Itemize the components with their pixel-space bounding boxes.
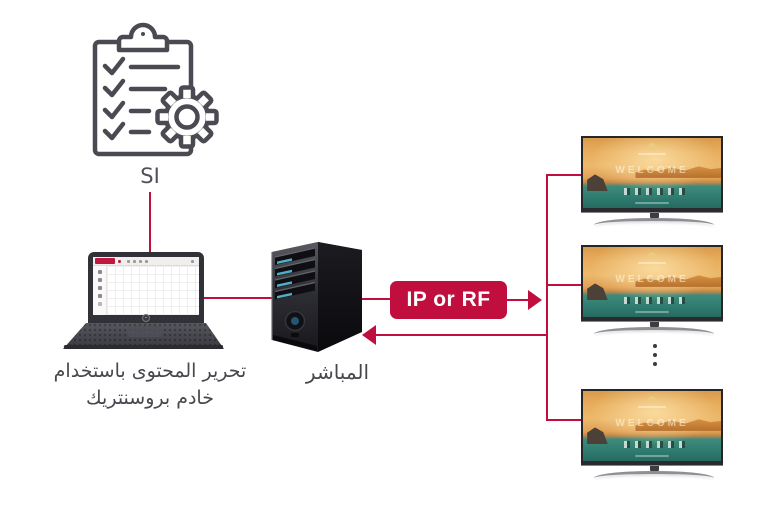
- distribution-trunk-line: [546, 174, 548, 421]
- tv-welcome-text: WELCOME: [615, 164, 689, 176]
- gear-icon: [155, 85, 219, 149]
- check-icon: [102, 78, 126, 98]
- si-label: SI: [140, 164, 160, 188]
- editor-logo-block: [95, 258, 115, 264]
- tv-art-marina: [624, 188, 688, 195]
- server-base-vent: [273, 335, 317, 351]
- laptop-caption: تحرير المحتوى باستخدام خادم بروسنتريك: [28, 358, 272, 412]
- tv-crest-subtitle: [638, 152, 666, 155]
- editor-red-dot-icon: [118, 259, 121, 263]
- toolbar-icon: [191, 260, 194, 263]
- server-fan-center: [291, 317, 299, 325]
- tv-hotel-crest-icon: [647, 251, 657, 259]
- editor-toolbar: [93, 257, 199, 266]
- branch-line-tv1: [548, 174, 582, 176]
- tv-screen: WELCOME: [581, 389, 723, 465]
- tv-display-2: WELCOME: [581, 245, 727, 341]
- server-power-button: [291, 333, 299, 337]
- sidebar-tool-icon: [98, 278, 102, 282]
- sidebar-tool-icon: [98, 286, 102, 290]
- tv-hotel-crest-icon: [647, 142, 657, 150]
- laptop-caption-line1: تحرير المحتوى باستخدام: [53, 360, 247, 382]
- tv-display-3: WELCOME: [581, 389, 727, 485]
- tv-art-rock: [587, 283, 608, 301]
- toolbar-icon: [145, 260, 148, 263]
- branch-line-tv3: [546, 419, 582, 421]
- tv-art-cliffs: [635, 419, 721, 431]
- sidebar-tool-icon: [98, 302, 102, 306]
- connector-laptop-to-server: [204, 297, 273, 299]
- tv-footer-text-bar: [635, 454, 669, 457]
- tv-footer-text-bar: [635, 310, 669, 313]
- more-tvs-ellipsis: [652, 344, 657, 371]
- check-icon: [102, 56, 126, 76]
- server-drive-bays: [274, 247, 316, 300]
- tv-stand-neck: [649, 212, 659, 218]
- laptop-screen: [93, 257, 199, 315]
- check-icon: [102, 100, 126, 120]
- branch-line-tv2: [548, 284, 582, 286]
- procentric-server-icon: [260, 237, 365, 357]
- sidebar-tool-icon: [98, 294, 102, 298]
- return-line: [376, 334, 546, 336]
- laptop-trackpad: [128, 326, 162, 337]
- connector-server-to-badge: [362, 298, 390, 300]
- tv-stand-neck: [649, 465, 659, 471]
- toolbar-icon: [133, 260, 136, 263]
- tv-stand-bar: [594, 327, 714, 341]
- tv-display-1: WELCOME: [581, 136, 727, 232]
- si-clipboard-gear-icon: [85, 18, 220, 168]
- forward-arrowhead-icon: [528, 290, 542, 310]
- server-caption: المباشر: [305, 360, 370, 384]
- toolbar-icon: [139, 260, 142, 263]
- tv-screen: WELCOME: [581, 136, 723, 212]
- sidebar-tool-icon: [98, 270, 102, 274]
- connector-si-to-laptop: [149, 192, 151, 252]
- tv-stand-bar: [594, 218, 714, 232]
- tv-art-cliffs: [635, 275, 721, 287]
- tv-footer-text-bar: [635, 201, 669, 204]
- server-side-face: [318, 242, 362, 352]
- tv-welcome-text: WELCOME: [615, 417, 689, 429]
- connector-badge-to-arrow: [507, 299, 529, 301]
- check-icon: [102, 121, 126, 141]
- tv-art-marina: [624, 297, 688, 304]
- tv-art-rock: [587, 427, 608, 445]
- laptop-caption-line2: خادم بروسنتريك: [86, 387, 214, 409]
- tv-stand-bar: [594, 471, 714, 485]
- toolbar-icon: [127, 260, 130, 263]
- clip-dot: [141, 32, 145, 36]
- clipboard-clip: [116, 22, 170, 53]
- tv-screen: WELCOME: [581, 245, 723, 321]
- editor-sidebar: [93, 266, 107, 315]
- laptop-display: [88, 252, 204, 323]
- return-arrowhead-icon: [362, 325, 376, 345]
- lg-logo-icon: [142, 313, 150, 322]
- tv-art-rock: [587, 174, 608, 192]
- laptop-front-edge: [63, 345, 224, 349]
- editor-grid-canvas: [107, 266, 199, 315]
- tv-stand-neck: [649, 321, 659, 327]
- ip-or-rf-badge: IP or RF: [390, 281, 507, 319]
- tv-crest-subtitle: [638, 405, 666, 408]
- tv-welcome-text: WELCOME: [615, 273, 689, 285]
- tv-hotel-crest-icon: [647, 395, 657, 403]
- tv-art-marina: [624, 441, 688, 448]
- tv-art-cliffs: [635, 166, 721, 178]
- tv-crest-subtitle: [638, 261, 666, 264]
